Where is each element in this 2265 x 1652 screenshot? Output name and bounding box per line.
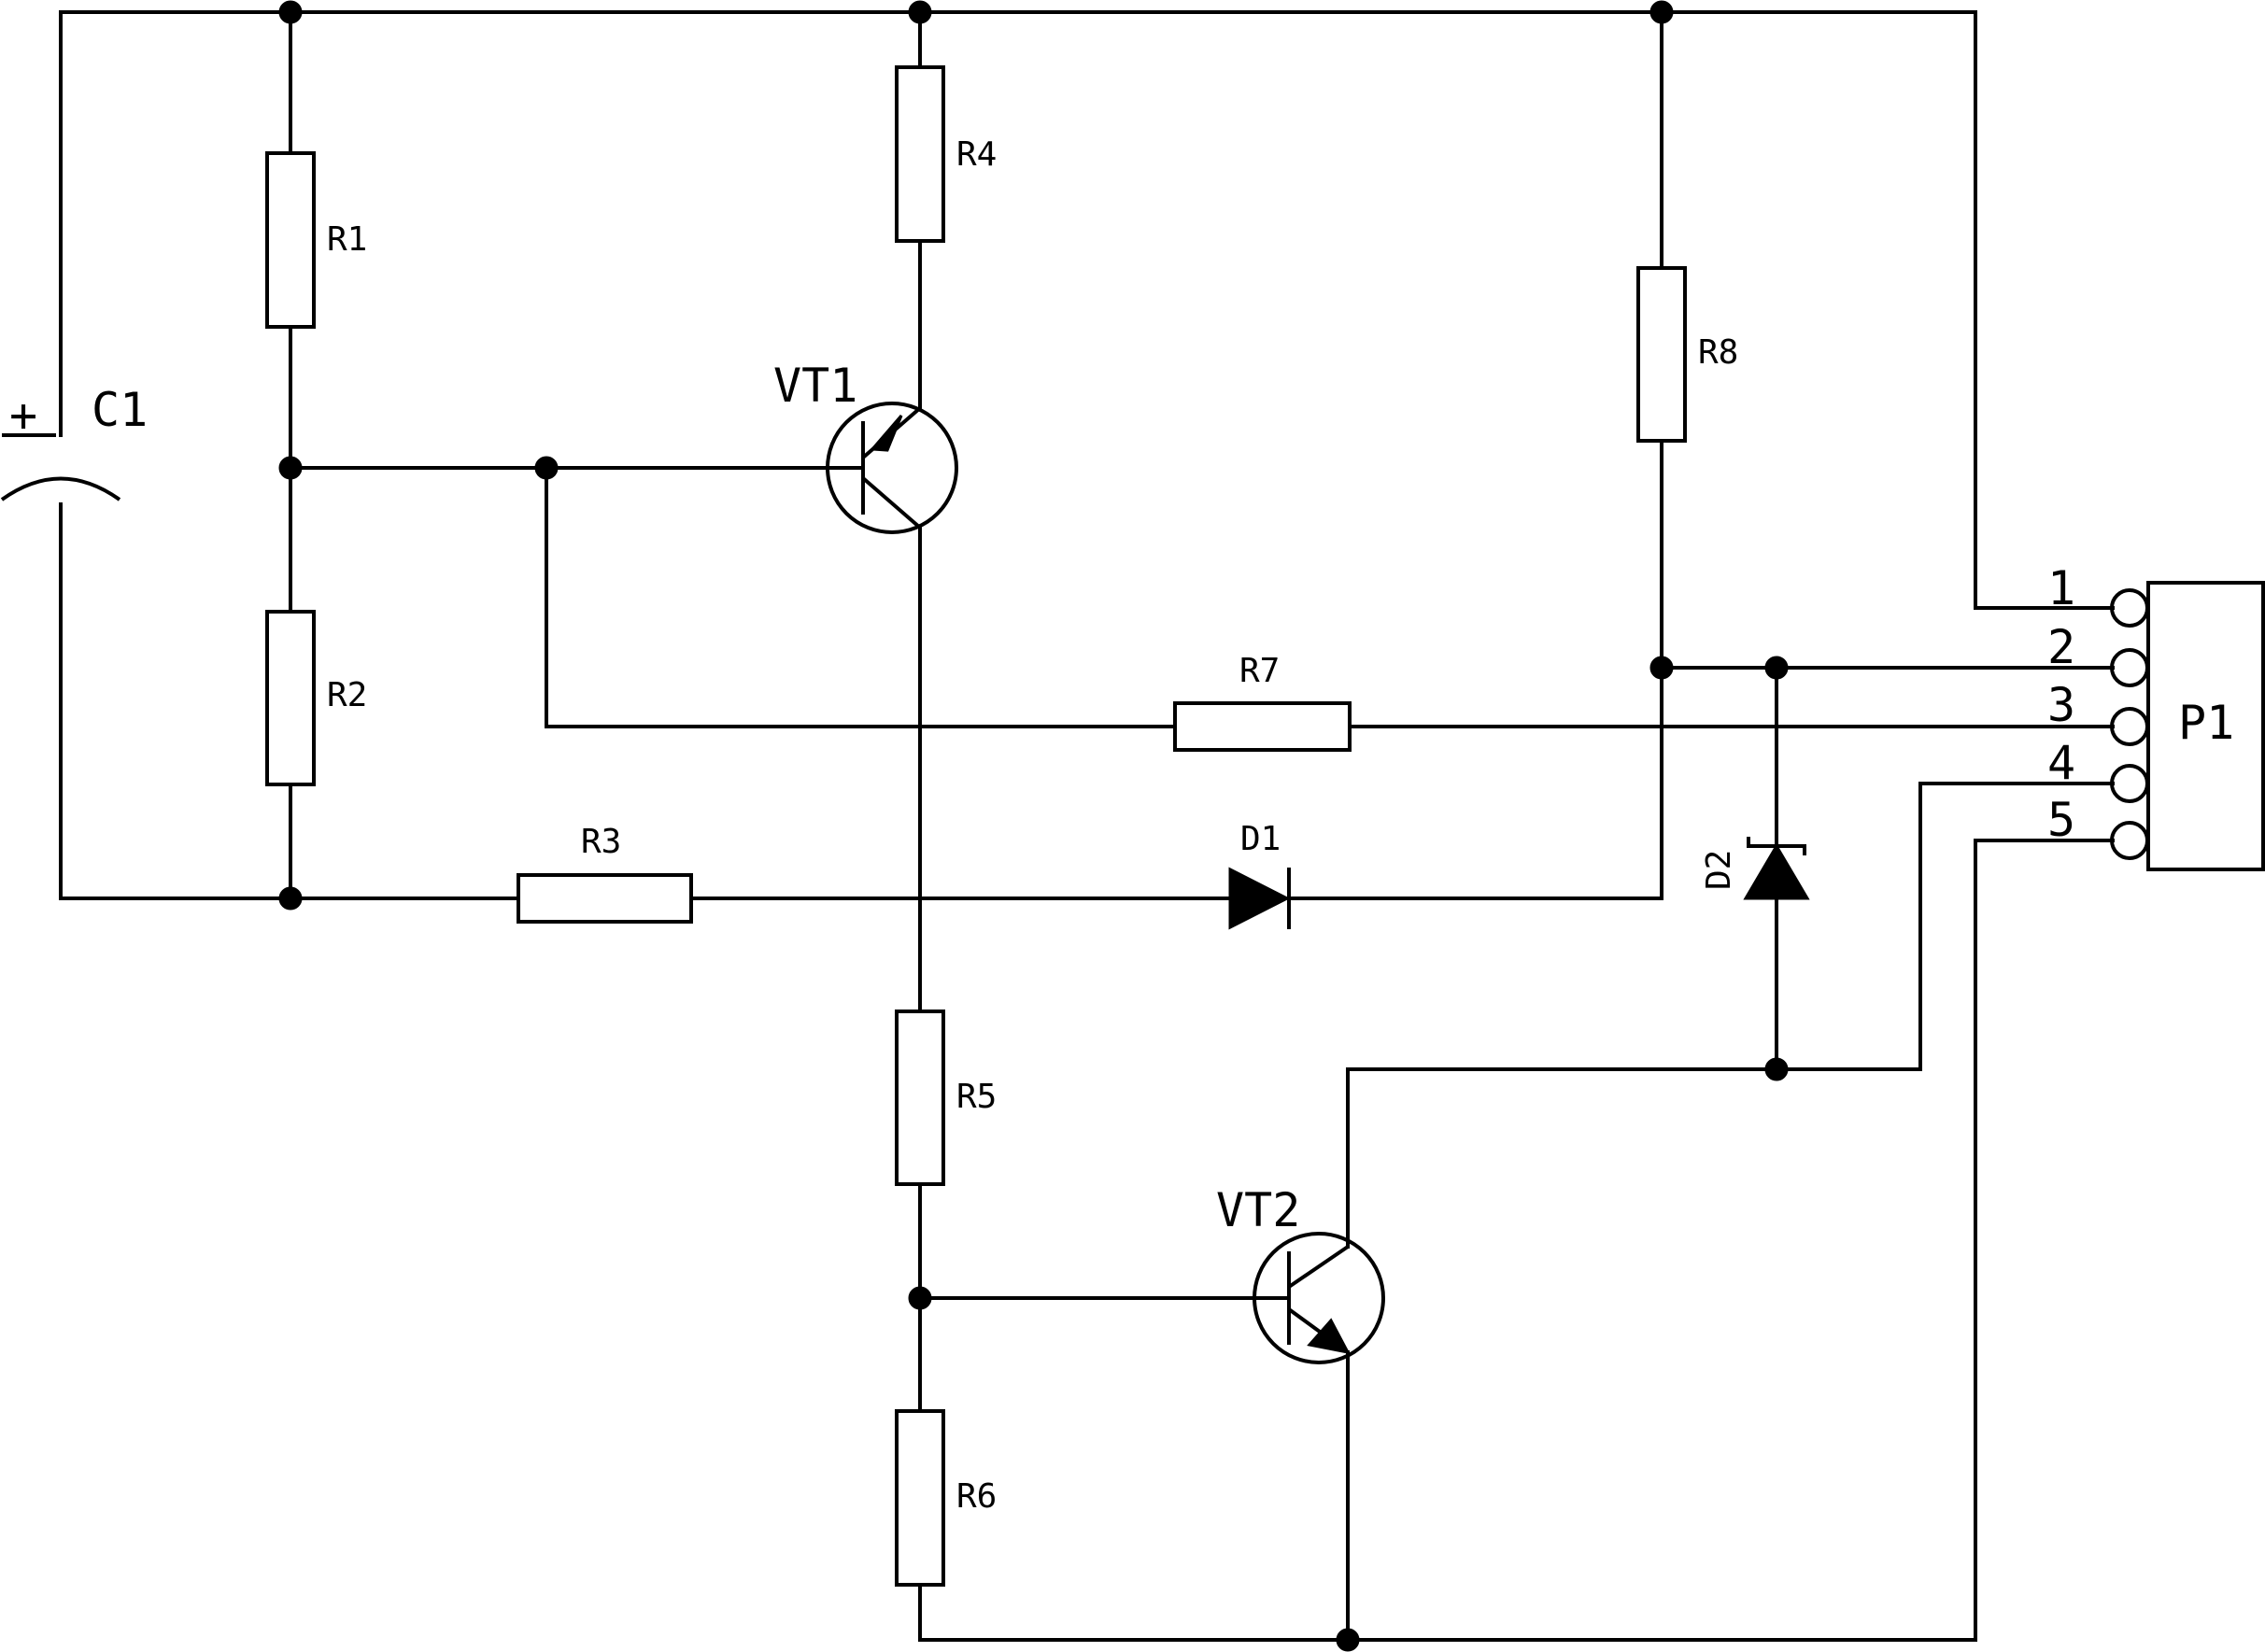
- transistor-vt1: VT1: [773, 359, 958, 534]
- zener-diode-d2: D2: [1700, 837, 1810, 900]
- transistor-vt2: VT2: [1216, 1183, 1385, 1364]
- junction-dot: [1764, 656, 1789, 680]
- wire-top-rail: [59, 10, 2115, 610]
- vt2-emitter-arrow: [1307, 1318, 1351, 1355]
- connector-p1: P1 1 2 3 4 5: [2047, 561, 2265, 871]
- d2-label: D2: [1700, 850, 1738, 890]
- vt1-collector: [861, 476, 922, 529]
- p1-label: P1: [2178, 696, 2234, 750]
- p1-pin-1-label: 1: [2047, 561, 2075, 615]
- junction-dot: [908, 0, 932, 24]
- vt1-body: [826, 402, 958, 534]
- resistor-r7: R7: [1173, 652, 1352, 752]
- r1-label: R1: [327, 220, 367, 259]
- p1-pin-5-terminal: [2110, 821, 2149, 860]
- p1-pin-4-terminal: [2110, 764, 2149, 803]
- p1-pin-3-terminal: [2110, 707, 2149, 746]
- p1-pin-2-label: 2: [2047, 620, 2075, 674]
- vt2-body: [1253, 1232, 1385, 1364]
- resistor-r8: R8: [1636, 266, 1738, 443]
- wire-d1-r8: [1287, 666, 1663, 900]
- r7-body: [1173, 701, 1352, 752]
- r5-body: [895, 1010, 945, 1186]
- d2-triangle: [1743, 843, 1810, 900]
- diode-d1: D1: [1228, 820, 1291, 930]
- vt2-label: VT2: [1216, 1183, 1300, 1237]
- junction-dot: [1649, 656, 1674, 680]
- r3-body: [517, 873, 693, 924]
- resistor-r2: R2: [265, 610, 367, 786]
- r4-body: [895, 65, 945, 243]
- r6-body: [895, 1409, 945, 1587]
- c1-plus-sign: +: [9, 388, 37, 443]
- junctions: [278, 0, 1789, 1652]
- d1-triangle: [1228, 867, 1291, 930]
- resistor-r6: R6: [895, 1409, 997, 1587]
- r5-label: R5: [956, 1078, 997, 1116]
- c1-plate-curved: [0, 476, 121, 501]
- junction-dot: [908, 1286, 932, 1310]
- p1-pin-3-label: 3: [2047, 678, 2075, 732]
- capacitor-c1: + C1: [0, 383, 148, 501]
- wires: [59, 10, 2115, 1642]
- r1-body: [265, 151, 316, 329]
- wire-vt2-collector: [1346, 782, 2115, 1249]
- resistor-r3: R3: [517, 823, 693, 924]
- d1-label: D1: [1240, 820, 1281, 858]
- d2-bar: [1747, 837, 1806, 855]
- junction-dot: [278, 456, 303, 480]
- r3-label: R3: [581, 823, 621, 861]
- r6-label: R6: [956, 1477, 997, 1516]
- junction-dot: [534, 456, 559, 480]
- r4-label: R4: [956, 135, 997, 174]
- resistor-r5: R5: [895, 1010, 997, 1186]
- p1-pin-5-label: 5: [2047, 793, 2075, 847]
- wire-bottom-rail: [918, 839, 2115, 1642]
- resistor-r1: R1: [265, 151, 367, 329]
- r8-body: [1636, 266, 1687, 443]
- resistor-r4: R4: [895, 65, 997, 243]
- vt1-label: VT1: [773, 359, 857, 413]
- p1-pin-1-terminal: [2110, 588, 2149, 628]
- c1-label: C1: [92, 383, 148, 437]
- wire-r7-left: [545, 466, 1177, 728]
- p1-pin-4-label: 4: [2047, 736, 2075, 790]
- r8-label: R8: [1698, 333, 1738, 372]
- vt1-emitter-arrow: [869, 415, 903, 452]
- r2-body: [265, 610, 316, 786]
- wire-c1-bottom: [59, 502, 292, 900]
- r7-label: R7: [1239, 652, 1280, 690]
- junction-dot: [278, 886, 303, 911]
- junction-dot: [1764, 1057, 1789, 1081]
- p1-pin-2-terminal: [2110, 648, 2149, 687]
- junction-dot: [278, 0, 303, 24]
- vt2-collector: [1287, 1245, 1350, 1289]
- junction-dot: [1336, 1628, 1360, 1652]
- junction-dot: [1649, 0, 1674, 24]
- r2-label: R2: [327, 676, 367, 714]
